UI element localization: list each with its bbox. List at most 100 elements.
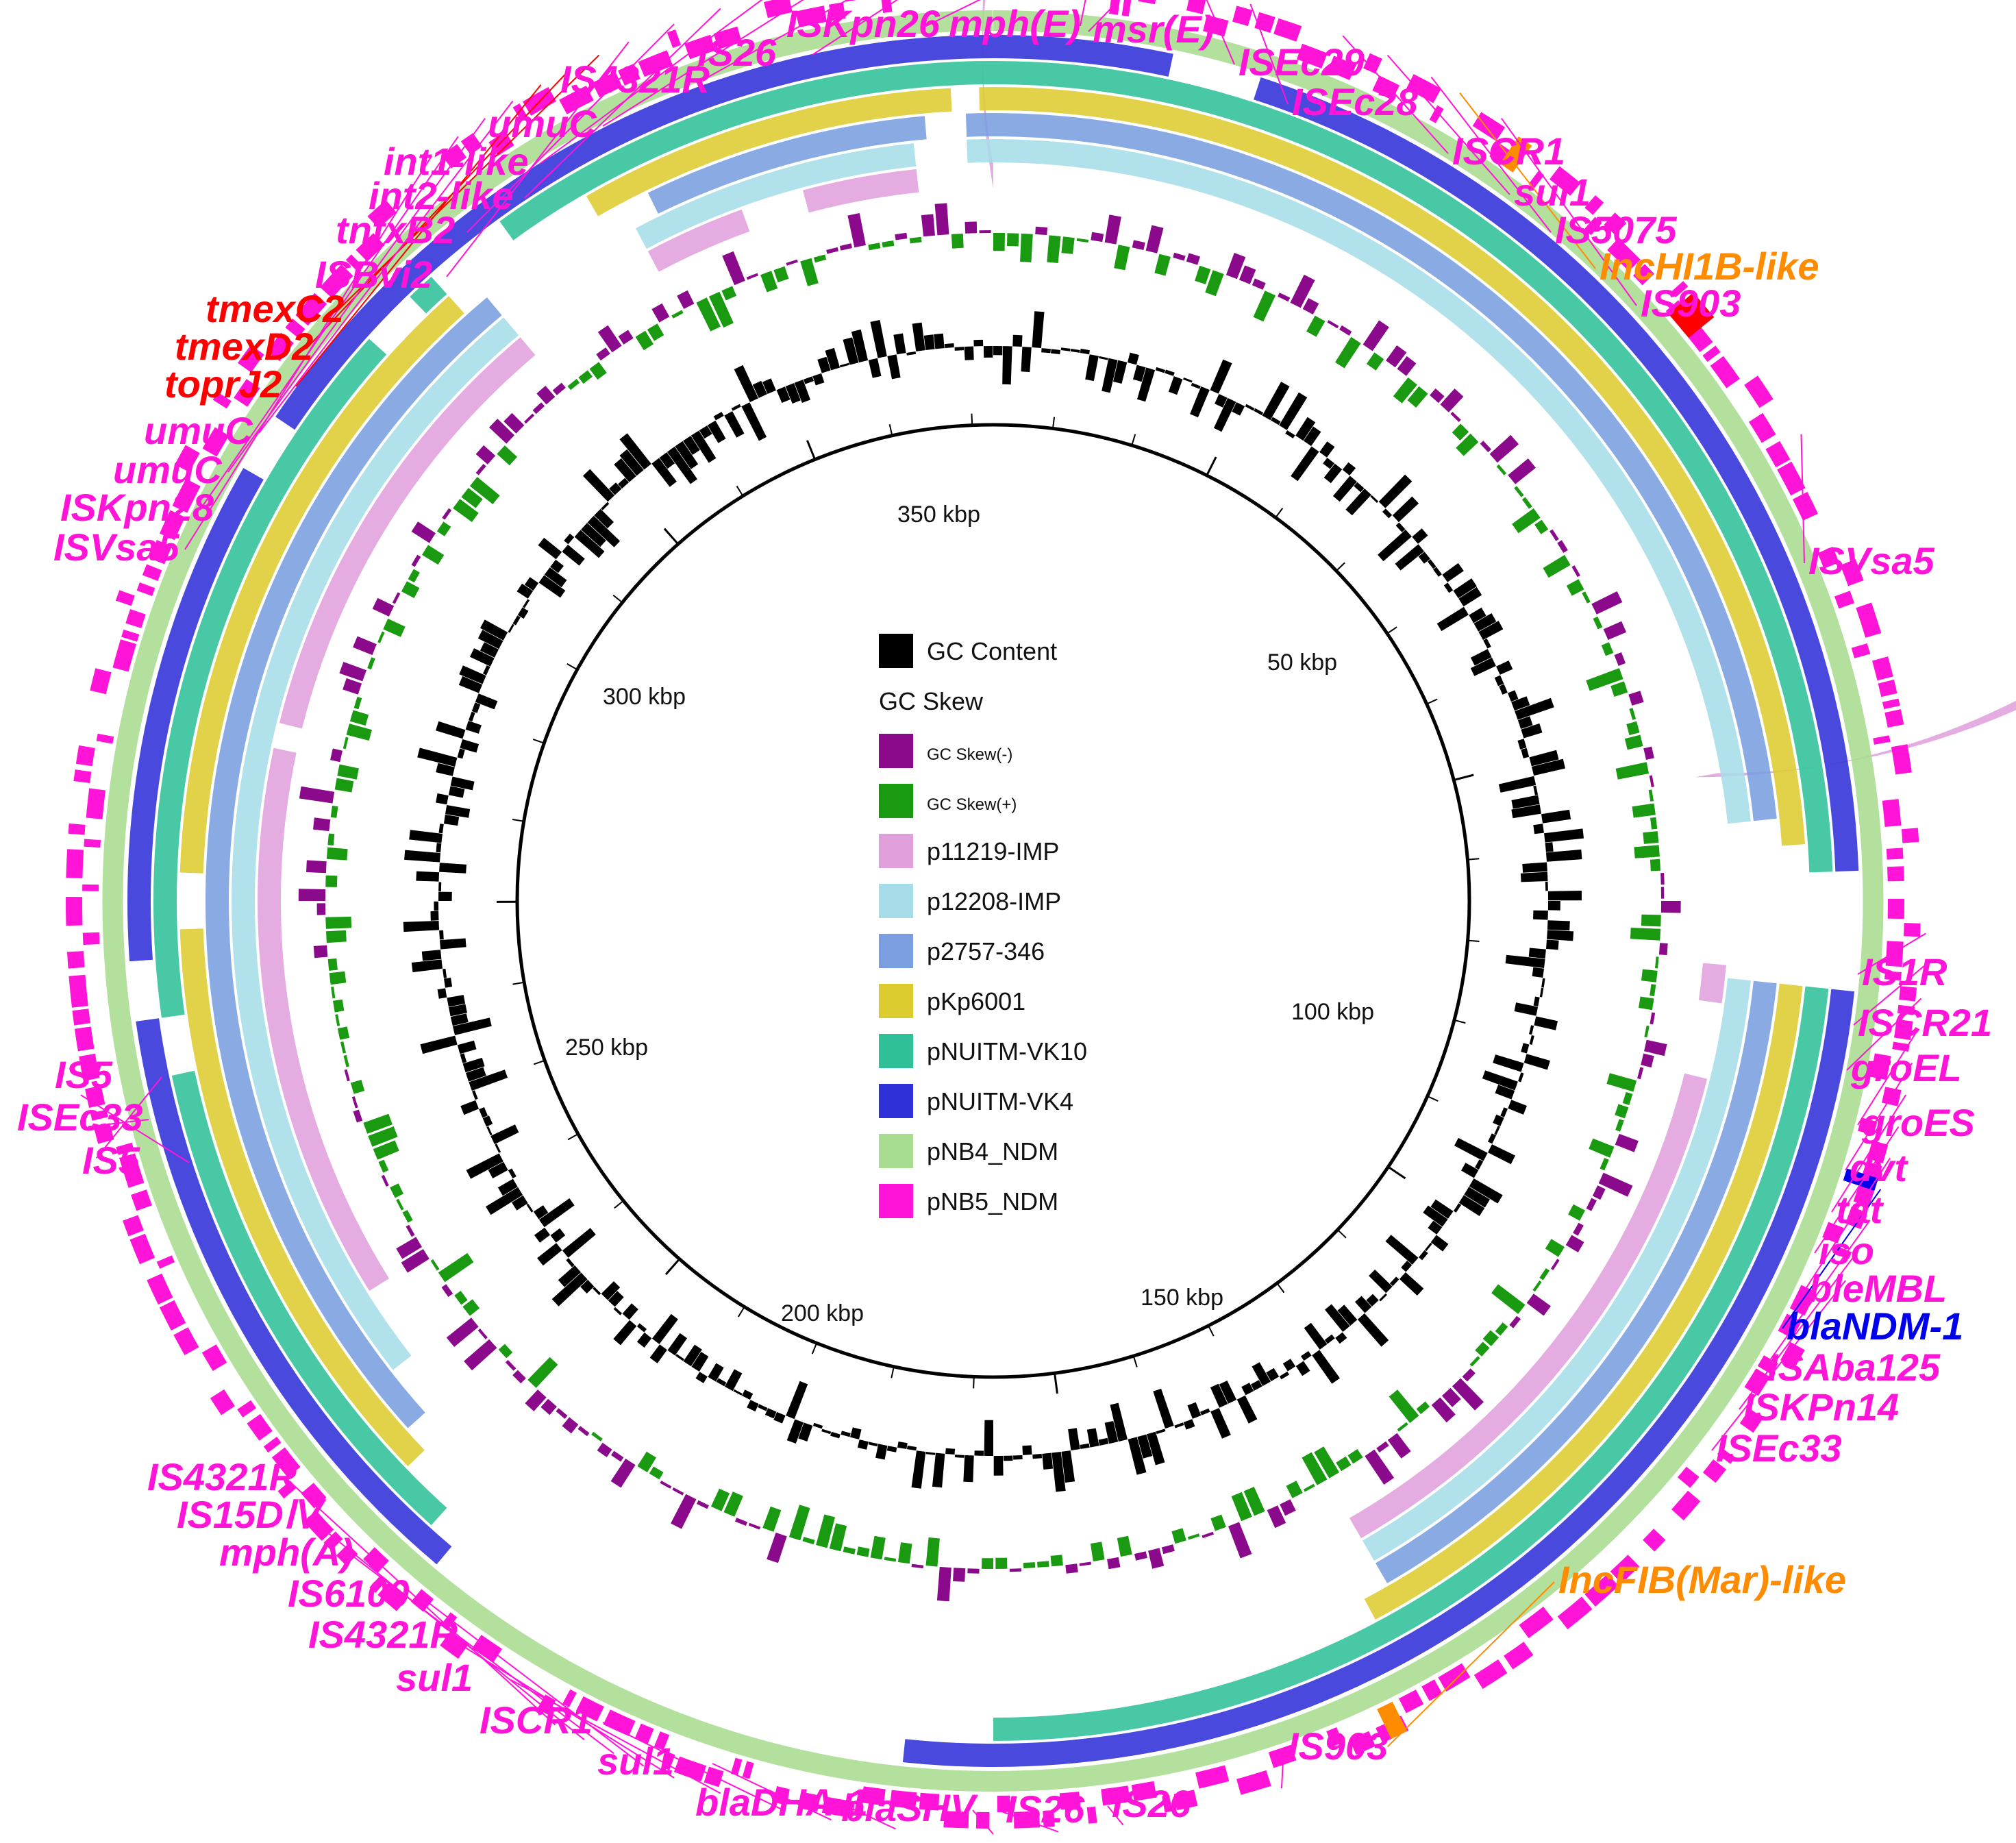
gc-skew-bar — [477, 1328, 488, 1339]
gene-block — [1677, 1466, 1700, 1488]
gc-skew-bar — [995, 1557, 1008, 1569]
gene-block — [210, 1389, 235, 1415]
legend-label: GC Content — [927, 637, 1057, 665]
gene-label-tmexd2: tmexD2 — [175, 325, 313, 368]
gene-block — [263, 1437, 282, 1453]
gc-skew-bar — [696, 297, 721, 332]
gc-content-bar — [538, 537, 562, 560]
leader-line-is903 — [1280, 1748, 1284, 1789]
gc-skew-bar — [800, 258, 819, 286]
gc-skew-bar — [1632, 803, 1656, 818]
gc-content-bar — [512, 1195, 528, 1211]
gc-skew-bar — [1205, 270, 1224, 297]
gene-label-is4321r: IS4321R — [308, 1613, 458, 1656]
gc-content-bar — [523, 599, 530, 608]
gene-label-toprj2: toprJ2 — [164, 362, 282, 406]
gc-skew-bar — [1023, 1562, 1036, 1568]
gc-skew-bar — [895, 232, 908, 240]
gc-skew-bar — [313, 945, 328, 958]
gc-skew-bar — [532, 402, 545, 415]
gc-content-bar — [1493, 1114, 1504, 1126]
gene-label-blandm-1: blaNDM-1 — [1787, 1304, 1963, 1348]
gc-content-bar — [1183, 378, 1193, 383]
gc-content-bar — [608, 1291, 624, 1307]
ring-segment — [1698, 963, 1726, 1004]
gc-content-bar — [1252, 1362, 1271, 1387]
gc-skew-bar — [1495, 1322, 1508, 1336]
legend-swatch — [879, 1184, 913, 1218]
leader-line-iscr1 — [1342, 35, 1449, 154]
gene-block — [1845, 1207, 1867, 1229]
gc-skew-bar — [1037, 1561, 1049, 1568]
gc-content-bar — [1475, 1159, 1484, 1170]
leader-line-is26 — [1001, 1811, 1059, 1833]
gc-content-bar — [460, 739, 480, 753]
gene-block — [1138, 0, 1156, 5]
kbp-tick — [1454, 1019, 1466, 1024]
gene-block — [212, 392, 232, 409]
gc-skew-bar — [562, 1417, 579, 1434]
gene-block — [234, 379, 260, 407]
gc-skew-bar — [1020, 233, 1033, 262]
gc-content-bar — [825, 347, 841, 371]
gene-block — [634, 1723, 654, 1744]
gene-label-blashv: blaSHV — [841, 1786, 979, 1829]
gc-content-bar — [497, 1178, 518, 1196]
gc-skew-bar — [1641, 914, 1661, 927]
kbp-tick — [811, 1342, 818, 1355]
gc-content-bar — [1453, 1203, 1462, 1213]
gc-skew-bar — [1335, 336, 1361, 369]
gc-skew-bar — [475, 464, 486, 475]
gc-content-bar — [1424, 1242, 1432, 1252]
gene-block — [802, 1792, 821, 1812]
gc-content-bar — [495, 1143, 501, 1153]
gc-skew-bar — [1314, 1446, 1340, 1479]
gc-content-bar — [1544, 828, 1584, 843]
gc-skew-bar — [525, 1389, 547, 1411]
gc-skew-bar — [1660, 901, 1681, 913]
gc-content-bar — [1200, 1408, 1210, 1415]
legend-label: GC Skew(-) — [927, 745, 1012, 764]
gc-skew-bar — [1568, 1204, 1585, 1221]
gc-content-bar — [1213, 397, 1236, 432]
gc-content-bar — [1533, 824, 1544, 834]
gc-content-bar — [1392, 496, 1419, 523]
gc-content-bar — [1541, 978, 1545, 988]
gc-skew-bar — [306, 860, 327, 874]
ring-segment — [647, 116, 927, 214]
leader-line-int1-like — [539, 0, 763, 164]
ring-segment — [647, 209, 750, 272]
gc-content-bar — [870, 320, 887, 358]
gc-skew-bar — [618, 330, 634, 345]
legend-item-p2757-346: p2757-346 — [879, 934, 1045, 968]
gene-label-is1r: IS1R — [1862, 950, 1947, 993]
gc-skew-track — [298, 203, 1681, 1602]
gc-content-bar — [566, 1258, 575, 1267]
ring-p12208-imp — [231, 139, 1751, 1561]
gc-skew-bar — [1514, 486, 1524, 497]
kbp-tick — [1051, 417, 1056, 429]
legend-item-pnuitm-vk4: pNUITM-VK4 — [879, 1084, 1073, 1118]
gc-skew-bar — [856, 1546, 870, 1557]
gc-content-bar — [1517, 739, 1527, 750]
gene-block — [65, 897, 83, 926]
gene-block — [1817, 547, 1839, 569]
gene-block — [592, 71, 623, 98]
gc-skew-bar — [1407, 386, 1428, 408]
gc-skew-bar — [351, 1096, 358, 1109]
gc-skew-bar — [411, 554, 421, 567]
gc-content-bar — [636, 1332, 652, 1348]
gene-block — [1584, 217, 1602, 236]
gc-content-bar — [973, 339, 984, 347]
gc-content-bar — [1521, 1043, 1530, 1054]
ring-segment — [127, 468, 264, 962]
gc-skew-bar — [1452, 1378, 1484, 1411]
gc-skew-bar — [1239, 265, 1256, 284]
gc-content-bar — [1541, 809, 1571, 824]
gene-block — [1363, 53, 1382, 74]
gc-skew-bar — [1290, 274, 1315, 308]
gc-content-bar — [1523, 1054, 1550, 1070]
gc-content-bar — [587, 515, 621, 547]
gc-content-bar — [1215, 394, 1228, 408]
gc-skew-bar — [1637, 1067, 1644, 1080]
